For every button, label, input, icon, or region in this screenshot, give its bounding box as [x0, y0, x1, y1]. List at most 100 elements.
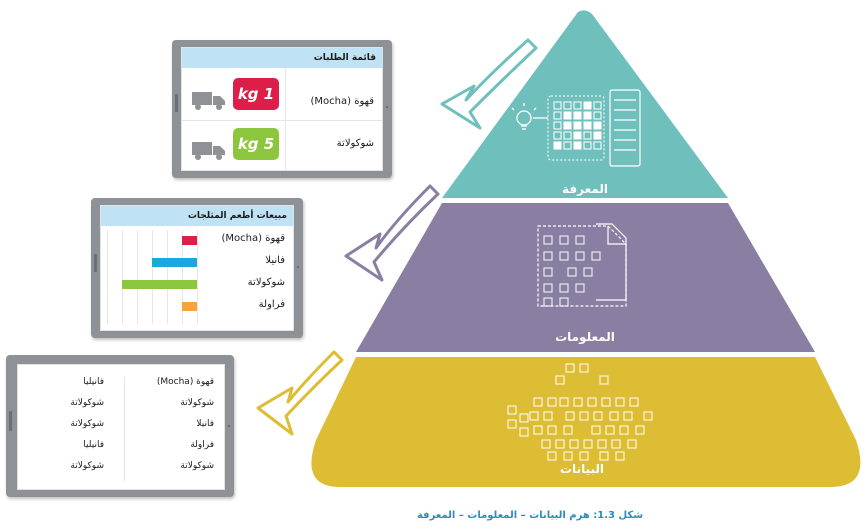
data-square [579, 363, 589, 373]
knowledge-grid-icon [547, 95, 605, 161]
order-qty-badge-2: kg 5 [233, 128, 279, 160]
raw-left-item: شوكولاتة [70, 419, 104, 429]
orders-tablet: قائمة الطلبات قهوة (Mocha) kg 1 شوكولاتة… [172, 40, 392, 178]
data-square [601, 397, 611, 407]
data-square [605, 425, 615, 435]
arrow-knowledge [440, 38, 538, 130]
grid-square [593, 121, 602, 130]
data-square [611, 439, 621, 449]
data-square [555, 375, 565, 385]
grid-line [137, 230, 138, 324]
orders-title: قائمة الطلبات [182, 48, 382, 68]
data-square [623, 411, 633, 421]
data-square [547, 451, 557, 461]
grid-line [197, 230, 198, 324]
data-square [547, 425, 557, 435]
grid-square [543, 283, 553, 293]
raw-left-item: شوكولاتة [70, 398, 104, 408]
knowledge-label: المعرفة [561, 182, 609, 196]
data-square [615, 451, 625, 461]
data-square [573, 397, 583, 407]
sales-bar [182, 236, 197, 245]
tablet-button [175, 94, 178, 112]
grid-square [553, 121, 562, 130]
data-square [559, 397, 569, 407]
data-square [533, 425, 543, 435]
grid-square [583, 131, 592, 140]
grid-square [543, 297, 553, 307]
grid-square [583, 111, 592, 120]
data-square [519, 427, 529, 437]
grid-square [575, 251, 585, 261]
grid-square [583, 121, 592, 130]
raw-left-item: شوكولاتة [70, 461, 104, 471]
data-square [609, 411, 619, 421]
tablet-button [9, 411, 12, 431]
document-icon [537, 223, 627, 307]
grid-square [593, 101, 602, 110]
data-square [627, 439, 637, 449]
grid-square [573, 111, 582, 120]
grid-square [559, 251, 569, 261]
grid-square [573, 131, 582, 140]
data-square [519, 413, 529, 423]
raw-left-item: فانيليا [83, 440, 104, 450]
grid-square [559, 235, 569, 245]
data-square [635, 425, 645, 435]
data-square [597, 439, 607, 449]
grid-square [543, 267, 553, 277]
row-divider [182, 120, 382, 121]
sales-label: فانيلا [265, 255, 285, 266]
data-square [533, 397, 543, 407]
grid-square [593, 131, 602, 140]
truck-icon [192, 92, 225, 110]
grid-square [559, 297, 569, 307]
grid-square [553, 101, 562, 110]
data-square [591, 425, 601, 435]
grid-square [563, 121, 572, 130]
order-item-2: شوكولاتة [336, 138, 374, 149]
arrow-information [344, 184, 440, 282]
grid-line [167, 230, 168, 324]
grid-line [152, 230, 153, 324]
data-square [565, 411, 575, 421]
raw-right-item: شوكولاتة [180, 398, 214, 408]
grid-line [182, 230, 183, 324]
tablet-camera [228, 425, 230, 427]
grid-square [575, 235, 585, 245]
data-label: البيانات [560, 462, 604, 476]
tablet-camera [386, 106, 388, 108]
data-square [547, 397, 557, 407]
column-divider [285, 68, 286, 170]
data-tier [311, 357, 861, 487]
data-square [587, 397, 597, 407]
lightbulb-icon [511, 103, 548, 130]
grid-square [553, 131, 562, 140]
grid-square [583, 267, 593, 277]
order-qty-badge-1: kg 1 [233, 78, 279, 110]
data-square [543, 411, 553, 421]
orders-screen: قائمة الطلبات قهوة (Mocha) kg 1 شوكولاتة… [181, 47, 383, 171]
sales-label: شوكولاتة [247, 277, 285, 288]
data-square [579, 451, 589, 461]
grid-square [563, 111, 572, 120]
data-square [563, 451, 573, 461]
grid-line [107, 230, 108, 324]
grid-square [591, 251, 601, 261]
truck-icon [192, 142, 225, 160]
sales-bar [122, 280, 197, 289]
tablet-camera [297, 266, 299, 268]
grid-square [563, 101, 572, 110]
raw-left-item: فانيليا [83, 377, 104, 387]
figure-caption: شكل 1.3: هرم البيانات – المعلومات – المع… [416, 510, 644, 521]
grid-square [583, 101, 592, 110]
order-item-1: قهوة (Mocha) [310, 96, 375, 107]
sales-bar [182, 302, 197, 311]
data-square [565, 363, 575, 373]
raw-right-item: فانيلا [196, 419, 214, 429]
